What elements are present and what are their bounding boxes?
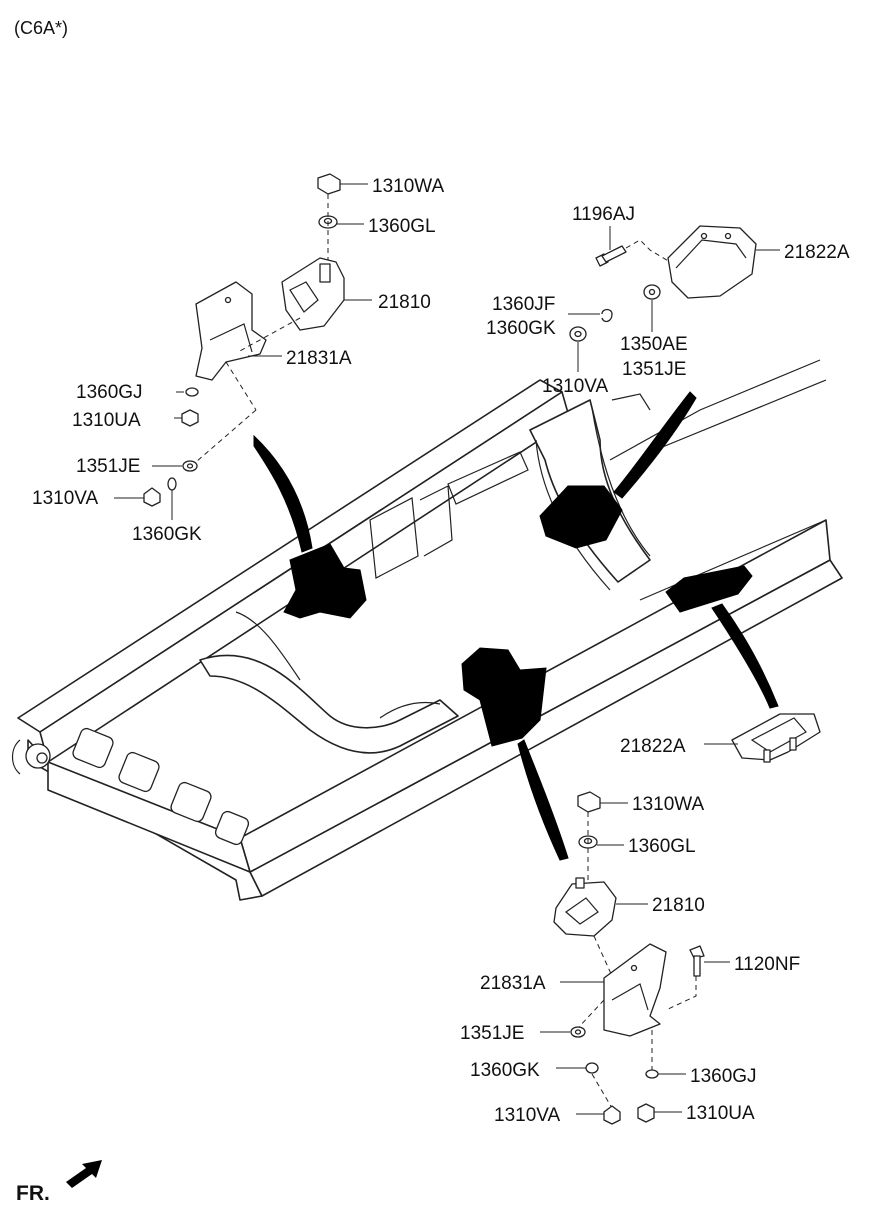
- right-middle-assembly: [704, 713, 821, 763]
- label-1310wa-lower: 1310WA: [632, 794, 704, 815]
- label-21810-lower: 21810: [652, 895, 705, 916]
- label-21822a-upper: 21822A: [784, 242, 850, 263]
- upper-left-assembly: [114, 173, 372, 520]
- label-1360gk-upper-right: 1360GK: [486, 318, 556, 339]
- label-1360gk-upper: 1360GK: [132, 524, 202, 545]
- label-1310ua-upper: 1310UA: [72, 410, 141, 431]
- label-1120nf: 1120NF: [734, 954, 800, 975]
- label-21831a-lower: 21831A: [480, 973, 546, 994]
- label-1360gj-lower: 1360GJ: [690, 1066, 757, 1087]
- nut-icon: [577, 791, 601, 813]
- engine-mount-icon: [281, 257, 345, 331]
- label-21822a-middle: 21822A: [620, 736, 686, 757]
- model-code: (C6A*): [14, 18, 68, 38]
- label-1360gl-lower: 1360GL: [628, 836, 696, 857]
- chassis-frame: [11, 359, 843, 901]
- mount-bracket-icon: [603, 943, 667, 1037]
- mount-bracket-icon: [195, 281, 267, 381]
- label-1310wa-upper: 1310WA: [372, 176, 444, 197]
- label-21831a-upper: 21831A: [286, 348, 352, 369]
- lower-right-assembly: [540, 791, 730, 1125]
- label-1360gk-lower: 1360GK: [470, 1060, 540, 1081]
- front-arrow-icon: [66, 1160, 102, 1188]
- label-21810-upper: 21810: [378, 292, 431, 313]
- label-1351je-upper: 1351JE: [76, 456, 140, 477]
- transmission-insulator-icon: [731, 713, 821, 761]
- bolt-icon: [689, 945, 705, 959]
- callout-labels: 1310WA 1360GL 21810 21831A 1360GJ 1310UA…: [32, 176, 850, 1126]
- label-1310va-lower: 1310VA: [494, 1105, 561, 1126]
- nut-icon: [317, 173, 341, 195]
- label-1360jf: 1360JF: [492, 294, 555, 315]
- label-1310va-upper: 1310VA: [32, 488, 99, 509]
- engine-mount-icon: [553, 881, 617, 937]
- label-1360gj-upper: 1360GJ: [76, 382, 143, 403]
- label-1310va-upper-right: 1310VA: [542, 376, 609, 397]
- upper-right-assembly: [568, 225, 780, 372]
- label-1351je-lower: 1351JE: [460, 1023, 524, 1044]
- label-1360gl-upper: 1360GL: [368, 216, 436, 237]
- label-1350ae: 1350AE: [620, 334, 688, 355]
- label-1351je-upper-right: 1351JE: [622, 359, 686, 380]
- label-1196aj: 1196AJ: [572, 204, 635, 225]
- mount-locators: [253, 391, 779, 861]
- label-1310ua-lower: 1310UA: [686, 1103, 755, 1124]
- front-label: FR.: [16, 1182, 50, 1205]
